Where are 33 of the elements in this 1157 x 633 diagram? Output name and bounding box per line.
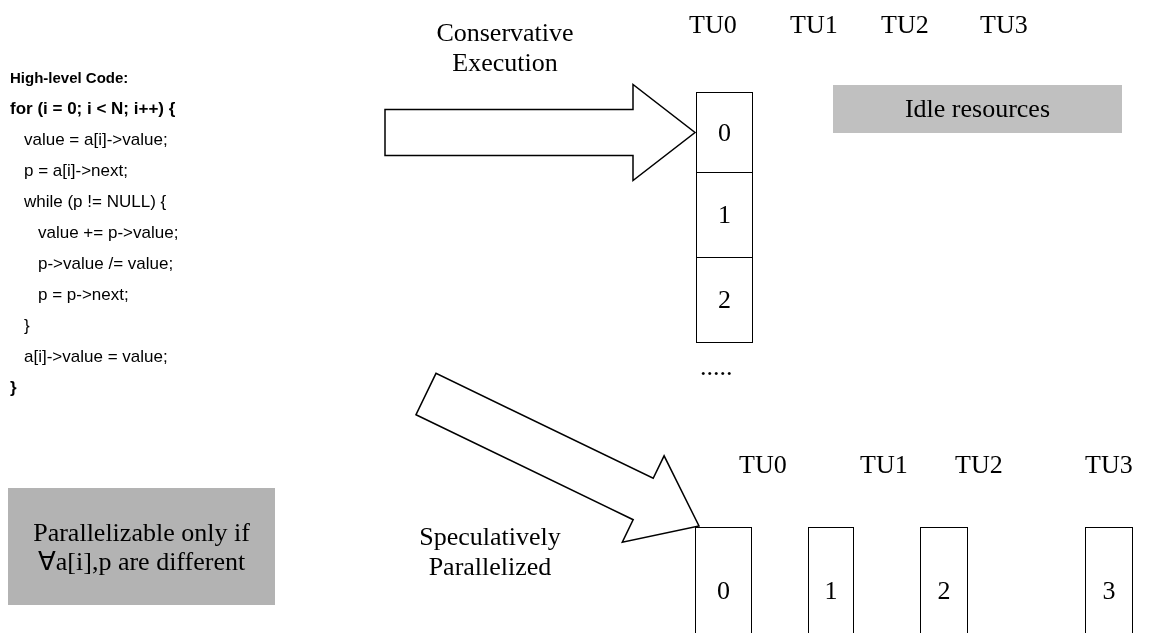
code-line: for (i = 0; i < N; i++) { (10, 98, 176, 120)
edge-label: Conservative Execution (435, 18, 575, 78)
code-line: } (10, 377, 17, 399)
task-box: 0 (695, 527, 752, 633)
code-line: } (24, 315, 30, 337)
thread-unit-label: TU2 (881, 10, 929, 40)
edge-label: Speculatively Parallelized (418, 522, 562, 582)
thread-unit-label: TU0 (689, 10, 737, 40)
block-arrow (384, 82, 697, 183)
task-box: 3 (1085, 527, 1133, 633)
code-line: p = p->next; (38, 284, 129, 306)
task-box: 1 (808, 527, 854, 633)
code-heading: High-level Code: (10, 68, 129, 88)
code-line: p = a[i]->next; (24, 160, 128, 182)
task-box: 2 (920, 527, 968, 633)
task-box: 1 (696, 172, 753, 258)
code-line: value += p->value; (38, 222, 179, 244)
thread-unit-label: TU0 (739, 450, 787, 480)
thread-unit-label: TU3 (980, 10, 1028, 40)
code-line: a[i]->value = value; (24, 346, 168, 368)
task-box: 2 (696, 257, 753, 343)
note-box: Parallelizable only if ∀a[i],p are different (8, 488, 275, 605)
thread-unit-label: TU3 (1085, 450, 1133, 480)
block-arrow (415, 372, 701, 544)
code-line: value = a[i]->value; (24, 129, 168, 151)
thread-unit-label: TU2 (955, 450, 1003, 480)
continuation-dots: ..... (700, 352, 733, 382)
thread-unit-label: TU1 (790, 10, 838, 40)
label-box: Idle resources (833, 85, 1122, 133)
code-line: while (p != NULL) { (24, 191, 167, 213)
thread-unit-label: TU1 (860, 450, 908, 480)
code-line: p->value /= value; (38, 253, 174, 275)
task-box: 0 (696, 92, 753, 173)
